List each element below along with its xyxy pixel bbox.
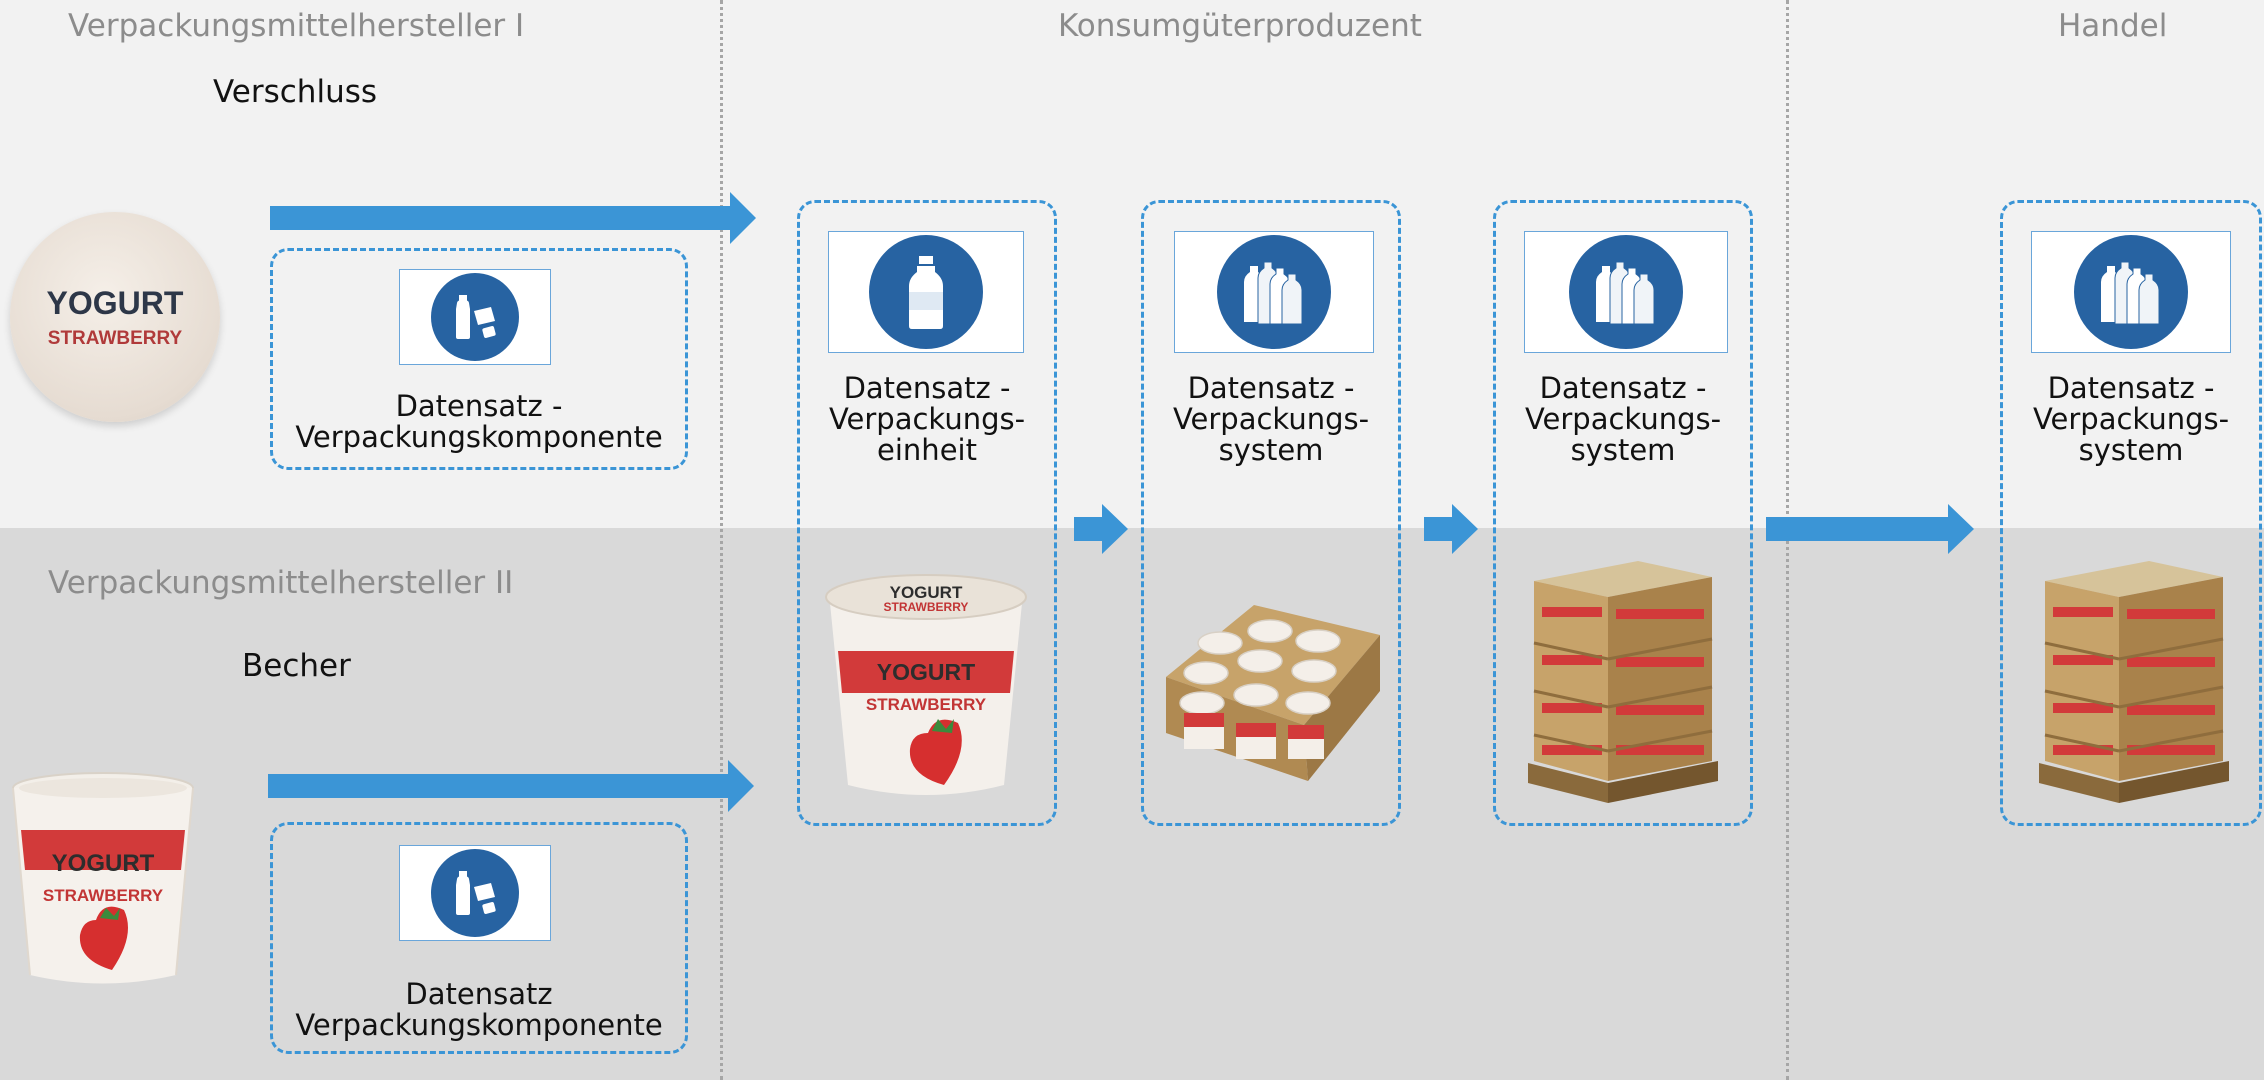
pallet-photo bbox=[2039, 555, 2229, 805]
flow-arrow bbox=[1766, 504, 1974, 554]
dataset-component-box: Datensatz - Verpackungskomponente bbox=[270, 248, 688, 470]
icon-frame bbox=[2031, 231, 2231, 353]
flow-arrow bbox=[1424, 504, 1478, 554]
dataset-label: Datensatz - Verpackungs- system bbox=[1172, 371, 1370, 467]
lower-band bbox=[0, 528, 2264, 1080]
dataset-system-box: Datensatz - Verpackungs- system bbox=[1493, 200, 1753, 826]
icon-frame bbox=[399, 845, 551, 941]
cup-brand-text: YOGURT bbox=[51, 850, 155, 877]
bottle-group-icon bbox=[2074, 235, 2188, 349]
flow-arrow bbox=[268, 760, 754, 812]
dataset-label: Datensatz - Verpackungskomponente bbox=[295, 389, 663, 454]
dataset-label: Datensatz - Verpackungs- einheit bbox=[828, 371, 1026, 467]
dataset-system-box: Datensatz - Verpackungs- system bbox=[1141, 200, 1401, 826]
header-producer: Konsumgüterproduzent bbox=[1058, 8, 1422, 44]
lid-brand-text: YOGURT bbox=[889, 583, 963, 602]
column-divider bbox=[720, 0, 723, 1080]
header-supplier-2: Verpackungsmittelhersteller II bbox=[48, 565, 514, 601]
dataset-label: Datensatz - Verpackungs- system bbox=[1524, 371, 1722, 467]
dataset-label: Datensatz Verpackungskomponente bbox=[295, 977, 663, 1042]
dataset-label: Datensatz - Verpackungs- system bbox=[2032, 371, 2230, 467]
flow-arrow bbox=[1074, 504, 1128, 554]
lid-flavor-text: STRAWBERRY bbox=[883, 600, 969, 614]
cup-flavor-text: STRAWBERRY bbox=[42, 886, 164, 905]
tray-photo bbox=[1158, 595, 1384, 781]
cup-photo: YOGURT STRAWBERRY bbox=[8, 770, 198, 995]
lid-flavor-text: STRAWBERRY bbox=[47, 327, 183, 349]
lid-brand-text: YOGURT bbox=[46, 284, 184, 321]
pallet-photo bbox=[1528, 555, 1718, 805]
icon-frame bbox=[1524, 231, 1728, 353]
closure-label: Verschluss bbox=[213, 74, 378, 110]
dataset-system-box: Datensatz - Verpackungs- system bbox=[2000, 200, 2262, 826]
icon-frame bbox=[828, 231, 1024, 353]
header-supplier-1: Verpackungsmittelhersteller I bbox=[68, 8, 525, 44]
bottle-group-icon bbox=[1569, 235, 1683, 349]
dataset-unit-box: Datensatz - Verpackungs- einheit YOGURT … bbox=[797, 200, 1057, 826]
cup-flavor-text: STRAWBERRY bbox=[865, 695, 987, 714]
header-retail: Handel bbox=[2058, 8, 2168, 44]
cup-brand-text: YOGURT bbox=[876, 659, 976, 685]
cup-label: Becher bbox=[242, 648, 351, 684]
yogurt-cup-photo: YOGURT STRAWBERRY YOGURT STRAWBERRY bbox=[824, 573, 1028, 801]
dataset-component-box: Datensatz Verpackungskomponente bbox=[270, 822, 688, 1054]
bottle-and-cap-icon bbox=[431, 273, 519, 361]
flow-arrow bbox=[270, 192, 756, 244]
bottle-group-icon bbox=[1217, 235, 1331, 349]
icon-frame bbox=[1174, 231, 1374, 353]
icon-frame bbox=[399, 269, 551, 365]
bottle-and-cap-icon bbox=[431, 849, 519, 937]
bottle-icon bbox=[869, 235, 983, 349]
lid-photo: YOGURT STRAWBERRY bbox=[10, 212, 220, 422]
